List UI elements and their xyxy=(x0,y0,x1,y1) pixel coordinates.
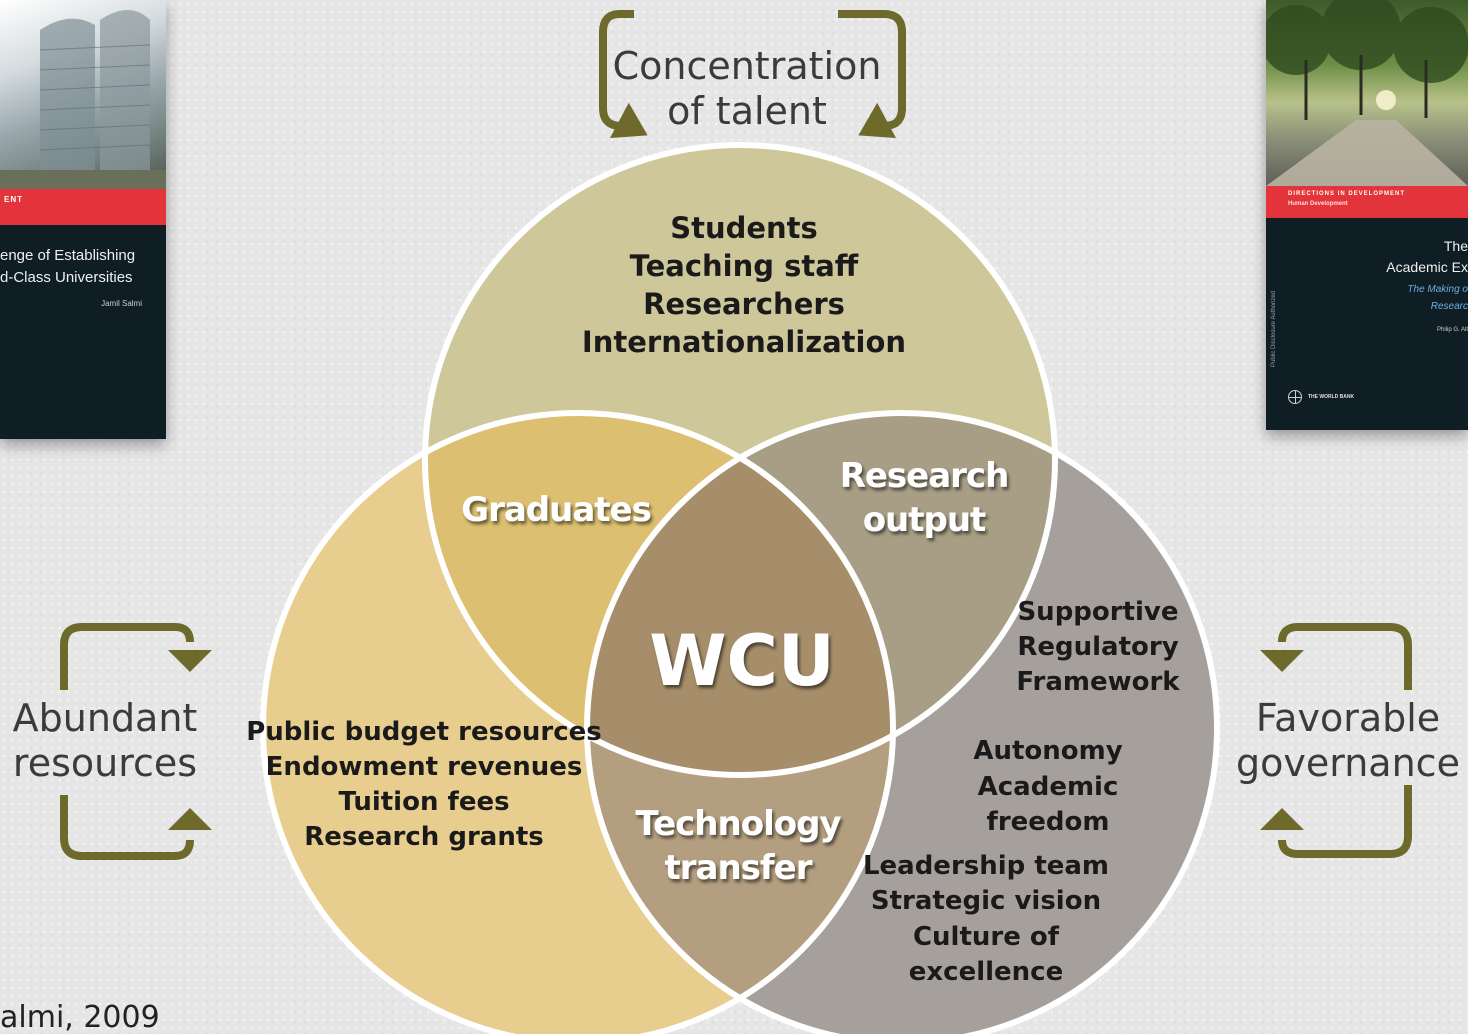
right-item-framework: Framework xyxy=(1016,667,1180,697)
right-item-regulatory: Regulatory xyxy=(1017,632,1178,662)
arrow-right-lower-icon xyxy=(1260,785,1412,858)
arrow-left-lower-icon xyxy=(60,795,212,860)
book-cover-right: DIRECTIONS IN DEVELOPMENT Human Developm… xyxy=(1266,0,1468,430)
book-cover-right-title-line-1: The xyxy=(1443,238,1468,254)
right-item-strategic-vision: Strategic vision xyxy=(871,886,1101,916)
arrow-left-upper-icon xyxy=(60,623,212,690)
right-item-excellence: excellence xyxy=(909,957,1063,987)
book-cover-right-title-line-2: Academic Ex xyxy=(1386,259,1468,275)
book-cover-left: ENT enge of Establishing d-Class Univers… xyxy=(0,0,166,439)
right-item-autonomy: Autonomy xyxy=(973,736,1122,766)
title-left: Abundant resources xyxy=(0,696,210,786)
arrow-top-left-icon xyxy=(599,10,648,139)
outline-right xyxy=(584,410,1220,1034)
overlap-label-transfer: transfer xyxy=(664,848,812,888)
book-cover-right-header: DIRECTIONS IN DEVELOPMENT Human Developm… xyxy=(1266,186,1468,218)
book-cover-left-body: enge of Establishing d-Class Universitie… xyxy=(0,225,166,439)
overlap-center xyxy=(587,413,893,775)
top-item-internationalization: Internationalization xyxy=(582,325,906,359)
overlap-label-technology: Technology xyxy=(635,804,841,844)
center-label-wcu: WCU xyxy=(649,620,834,702)
left-item-tuition: Tuition fees xyxy=(338,787,509,817)
title-left-line-2: resources xyxy=(12,741,198,785)
overlap-label-research: Research xyxy=(840,456,1009,496)
title-top-line-2: of talent xyxy=(667,89,827,133)
book-cover-right-photo xyxy=(1266,0,1468,186)
book-cover-left-title-line-2: d-Class Universities xyxy=(0,269,133,286)
outline-top xyxy=(422,142,1058,778)
right-item-culture-of: Culture of xyxy=(913,922,1060,952)
top-item-students: Students xyxy=(670,211,818,245)
book-cover-right-subtitle-line-1: The Making o xyxy=(1407,284,1468,295)
book-cover-right-subtitle-line-2: Researc xyxy=(1430,301,1468,312)
right-item-academic: Academic xyxy=(978,772,1119,802)
title-top-line-1: Concentration xyxy=(612,44,882,88)
right-item-supportive: Supportive xyxy=(1017,597,1178,627)
book-cover-right-publisher: THE WORLD BANK xyxy=(1308,394,1355,400)
book-cover-right-author: Philip G. Alt xyxy=(1436,327,1468,333)
overlap-label-output: output xyxy=(863,500,986,540)
book-cover-right-body: DIRECTIONS IN DEVELOPMENT Human Developm… xyxy=(1266,186,1468,430)
overlap-label-graduates: Graduates xyxy=(461,490,651,530)
left-item-endowment: Endowment revenues xyxy=(266,752,583,782)
arrow-top-right-icon xyxy=(838,10,906,139)
title-right-line-1: Favorable xyxy=(1255,696,1441,740)
book-cover-left-band: ENT xyxy=(0,189,166,225)
right-item-freedom: freedom xyxy=(987,807,1110,837)
book-cover-left-author: Jamil Salmi xyxy=(101,299,142,308)
book-cover-left-title-line-1: enge of Establishing xyxy=(0,247,136,264)
left-item-public-budget: Public budget resources xyxy=(246,717,602,747)
top-item-teaching-staff: Teaching staff xyxy=(630,249,859,283)
title-right: Favorable governance xyxy=(1234,696,1462,786)
title-right-line-2: governance xyxy=(1236,741,1460,785)
left-item-research-grants: Research grants xyxy=(304,822,544,852)
arrow-right-upper-icon xyxy=(1260,623,1412,690)
title-left-line-1: Abundant xyxy=(12,696,198,740)
outline-left xyxy=(260,410,896,1034)
world-bank-logo-icon xyxy=(1288,390,1302,404)
book-cover-left-photo xyxy=(0,0,166,189)
book-cover-right-series: DIRECTIONS IN DEVELOPMENT xyxy=(1288,191,1406,197)
top-item-researchers: Researchers xyxy=(643,287,845,321)
citation: almi, 2009 xyxy=(0,1000,160,1034)
book-cover-left-series: ENT xyxy=(4,195,23,204)
right-item-leadership-team: Leadership team xyxy=(863,851,1109,881)
title-top: Concentration of talent xyxy=(597,44,897,134)
book-cover-right-subseries: Human Development xyxy=(1288,201,1348,207)
